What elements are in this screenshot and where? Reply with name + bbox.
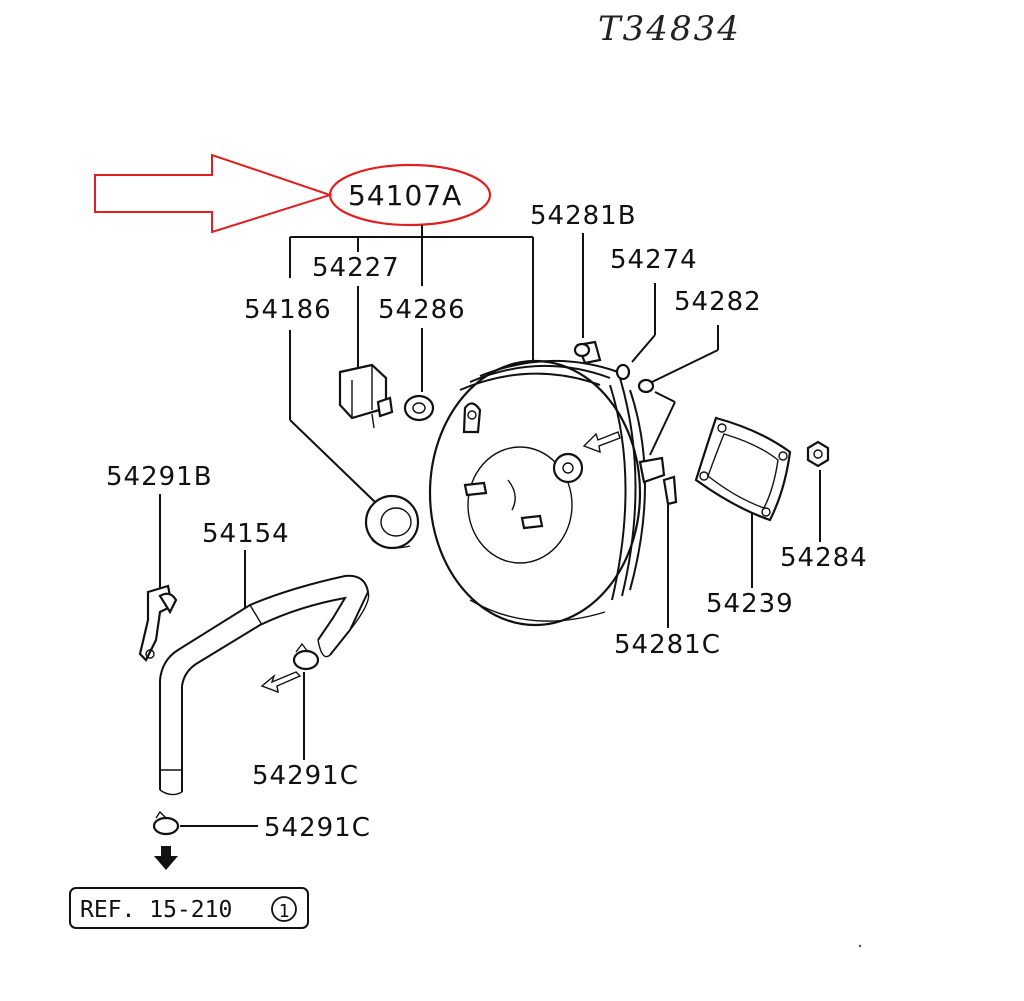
part-label-54107A: 54107A [348, 179, 462, 212]
part-label-54281B: 54281B [530, 201, 637, 231]
booster-seal [364, 494, 420, 550]
part-label-54227: 54227 [312, 253, 400, 283]
part-label-54274: 54274 [610, 245, 698, 275]
reference-box[interactable]: REF. 15-210 1 [69, 887, 309, 929]
part-label-54154: 54154 [202, 519, 290, 549]
part-label-54281C: 54281C [614, 630, 721, 660]
reference-circled-number: 1 [279, 901, 290, 922]
ring-54274 [615, 363, 631, 381]
part-label-54284: 54284 [780, 543, 868, 573]
ring-54282 [637, 378, 655, 394]
grommet [403, 394, 435, 422]
gasket [694, 416, 792, 522]
part-label-54286: 54286 [378, 295, 466, 325]
part-label-54291C-upper: 54291C [252, 761, 359, 791]
hose-clamp-lower [152, 810, 180, 836]
part-label-54282: 54282 [674, 287, 762, 317]
handwritten-code: T34834 [598, 9, 741, 49]
check-valve [338, 363, 394, 429]
clevis-pin [662, 475, 678, 506]
highlight-ellipse [328, 163, 492, 227]
red-arrow-icon [94, 153, 334, 234]
bolt-54281B [573, 340, 602, 365]
brake-booster [428, 359, 666, 627]
leader-lines [159, 233, 821, 827]
reference-text: REF. 15-210 [80, 897, 232, 923]
vacuum-hose [159, 574, 370, 796]
part-label-54186: 54186 [244, 295, 332, 325]
hose-bracket [138, 584, 178, 662]
highlight-marker [94, 153, 492, 234]
part-label-54291B: 54291B [106, 462, 213, 492]
nut [806, 440, 830, 468]
part-label-54291C-lower: 54291C [264, 813, 371, 843]
assembly-bracket [289, 225, 534, 365]
part-label-54239: 54239 [706, 589, 794, 619]
circled-number-icon [271, 896, 297, 922]
arrow-down-icon [154, 846, 178, 870]
hose-clamp-upper [260, 642, 320, 694]
